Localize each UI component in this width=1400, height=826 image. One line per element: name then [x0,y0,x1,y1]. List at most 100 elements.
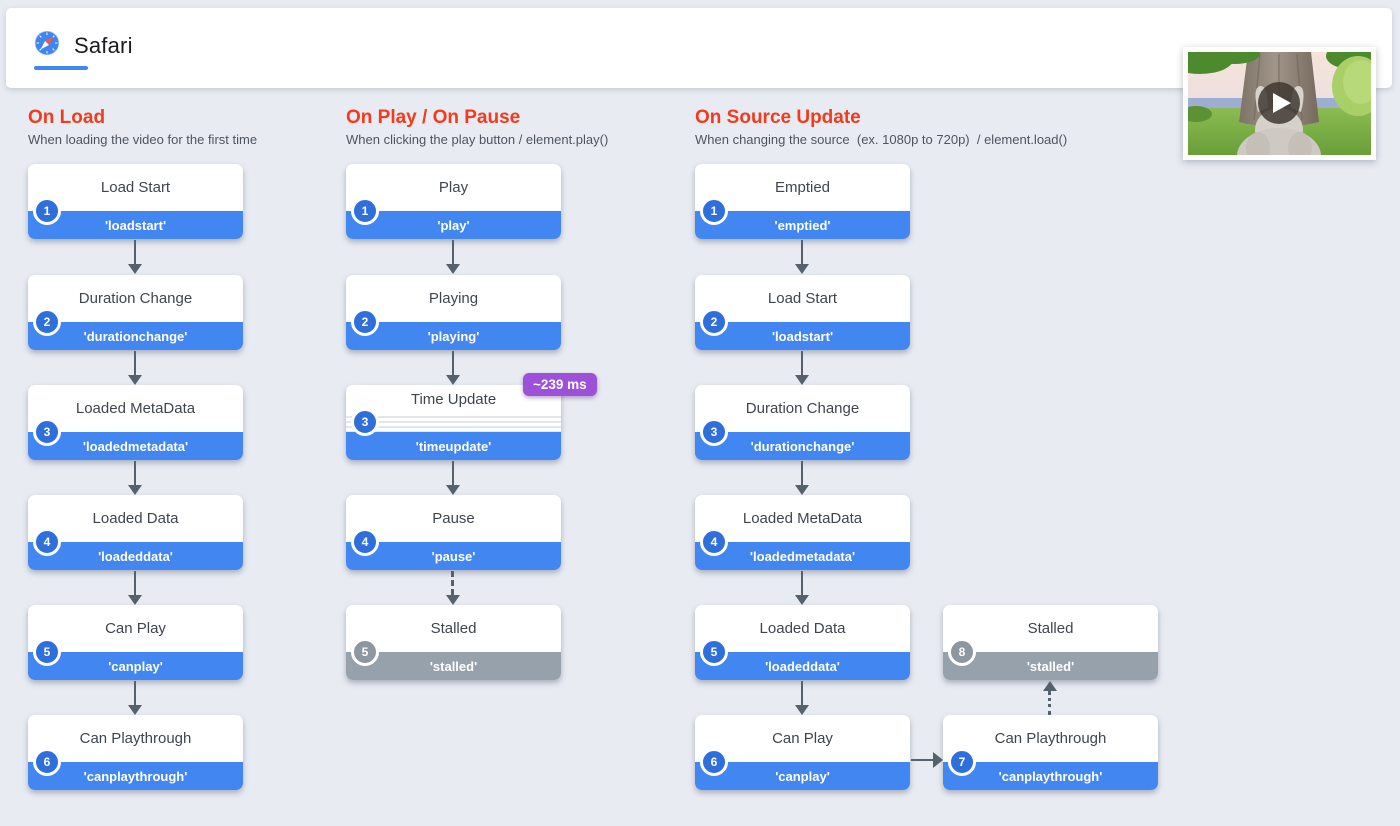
event-title: Duration Change [78,290,193,307]
event-title: Load Start [767,290,838,307]
event-code: 'playing' [346,322,561,350]
event-code: 'emptied' [695,211,910,239]
step-badge: 3 [700,418,728,446]
event-title: Load Start [100,179,171,196]
card-durationchange: Duration Change 'durationchange' 3 [695,385,910,460]
event-code: 'loadedmetadata' [695,542,910,570]
event-code: 'durationchange' [28,322,243,350]
event-title: Can Play [105,620,166,637]
step-badge: 8 [948,638,976,666]
step-badge: 1 [351,197,379,225]
card-timeupdate: Time Update 'timeupdate' 3 [346,385,561,460]
event-title: Loaded MetaData [75,400,196,417]
safari-compass-icon [34,30,60,61]
step-badge: 2 [33,308,61,336]
step-badge: 2 [700,308,728,336]
flow-arrow-down [446,461,460,495]
event-code: 'stalled' [346,652,561,680]
title-underline [34,66,88,70]
card-loadstart: Load Start 'loadstart' 1 [28,164,243,239]
step-badge: 1 [33,197,61,225]
event-title: Loaded Data [92,510,179,527]
video-thumbnail[interactable] [1183,47,1376,160]
card-pause: Pause 'pause' 4 [346,495,561,570]
card-canplay: Can Play 'canplay' 6 [695,715,910,790]
column-subtitle-on-load: When loading the video for the first tim… [28,132,258,147]
card-loadedmetadata: Loaded MetaData 'loadedmetadata' 4 [695,495,910,570]
column-title-on-source-update: On Source Update [695,107,861,128]
card-playing: Playing 'playing' 2 [346,275,561,350]
event-code: 'loadeddata' [695,652,910,680]
step-badge: 5 [351,638,379,666]
card-canplaythrough: Can Playthrough 'canplaythrough' 7 [943,715,1158,790]
column-title-on-load: On Load [28,107,106,128]
flow-arrow-down [795,461,809,495]
flow-arrow-right [911,752,943,768]
card-canplaythrough: Can Playthrough 'canplaythrough' 6 [28,715,243,790]
step-badge: 7 [948,748,976,776]
column-title-on-play-pause: On Play / On Pause [346,107,521,128]
step-badge: 4 [351,528,379,556]
flow-arrow-down [128,461,142,495]
event-title: Loaded Data [759,620,846,637]
event-code: 'loadstart' [28,211,243,239]
step-badge: 6 [700,748,728,776]
event-code: 'canplay' [695,762,910,790]
event-code: 'play' [346,211,561,239]
event-code: 'canplaythrough' [943,762,1158,790]
flow-arrow-down [795,681,809,715]
step-badge: 3 [33,418,61,446]
event-code: 'loadedmetadata' [28,432,243,460]
event-code: 'durationchange' [695,432,910,460]
event-title: Stalled [1027,620,1074,637]
event-title: Duration Change [745,400,860,417]
step-badge: 3 [351,408,379,436]
event-code: 'loadstart' [695,322,910,350]
flow-arrow-up-dotted [1043,681,1057,715]
event-title: Playing [428,290,479,307]
event-code: 'pause' [346,542,561,570]
event-title: Can Playthrough [79,730,192,747]
flow-arrow-down [795,240,809,274]
card-stalled: Stalled 'stalled' 8 [943,605,1158,680]
column-subtitle-on-play-pause: When clicking the play button / element.… [346,132,609,147]
flow-arrow-down [128,571,142,605]
step-badge: 4 [700,528,728,556]
flow-arrow-down [128,351,142,385]
timing-badge: ~239 ms [523,373,597,396]
flow-arrow-down-dashed [446,571,460,605]
step-badge: 1 [700,197,728,225]
card-canplay: Can Play 'canplay' 5 [28,605,243,680]
event-code: 'canplay' [28,652,243,680]
flow-arrow-down [795,571,809,605]
header-bar: Safari [6,8,1392,88]
flow-arrow-down [128,240,142,274]
step-badge: 6 [33,748,61,776]
flow-arrow-down [795,351,809,385]
brand: Safari [34,30,133,61]
card-loadeddata: Loaded Data 'loadeddata' 4 [28,495,243,570]
card-stalled: Stalled 'stalled' 5 [346,605,561,680]
page-title: Safari [74,32,133,58]
card-durationchange: Duration Change 'durationchange' 2 [28,275,243,350]
event-code: 'stalled' [943,652,1158,680]
repeat-stripes [346,413,561,432]
event-title: Time Update [410,390,497,408]
flow-arrow-down [446,351,460,385]
flow-arrow-down [446,240,460,274]
play-icon [1258,82,1300,124]
event-title: Loaded MetaData [742,510,863,527]
card-loadeddata: Loaded Data 'loadeddata' 5 [695,605,910,680]
step-badge: 2 [351,308,379,336]
card-play: Play 'play' 1 [346,164,561,239]
card-loadedmetadata: Loaded MetaData 'loadedmetadata' 3 [28,385,243,460]
event-title: Can Play [772,730,833,747]
column-subtitle-on-source-update: When changing the source (ex. 1080p to 7… [695,132,1068,147]
event-code: 'timeupdate' [346,432,561,460]
event-code: 'canplaythrough' [28,762,243,790]
step-badge: 5 [33,638,61,666]
event-code: 'loadeddata' [28,542,243,570]
card-emptied: Emptied 'emptied' 1 [695,164,910,239]
event-title: Can Playthrough [994,730,1107,747]
